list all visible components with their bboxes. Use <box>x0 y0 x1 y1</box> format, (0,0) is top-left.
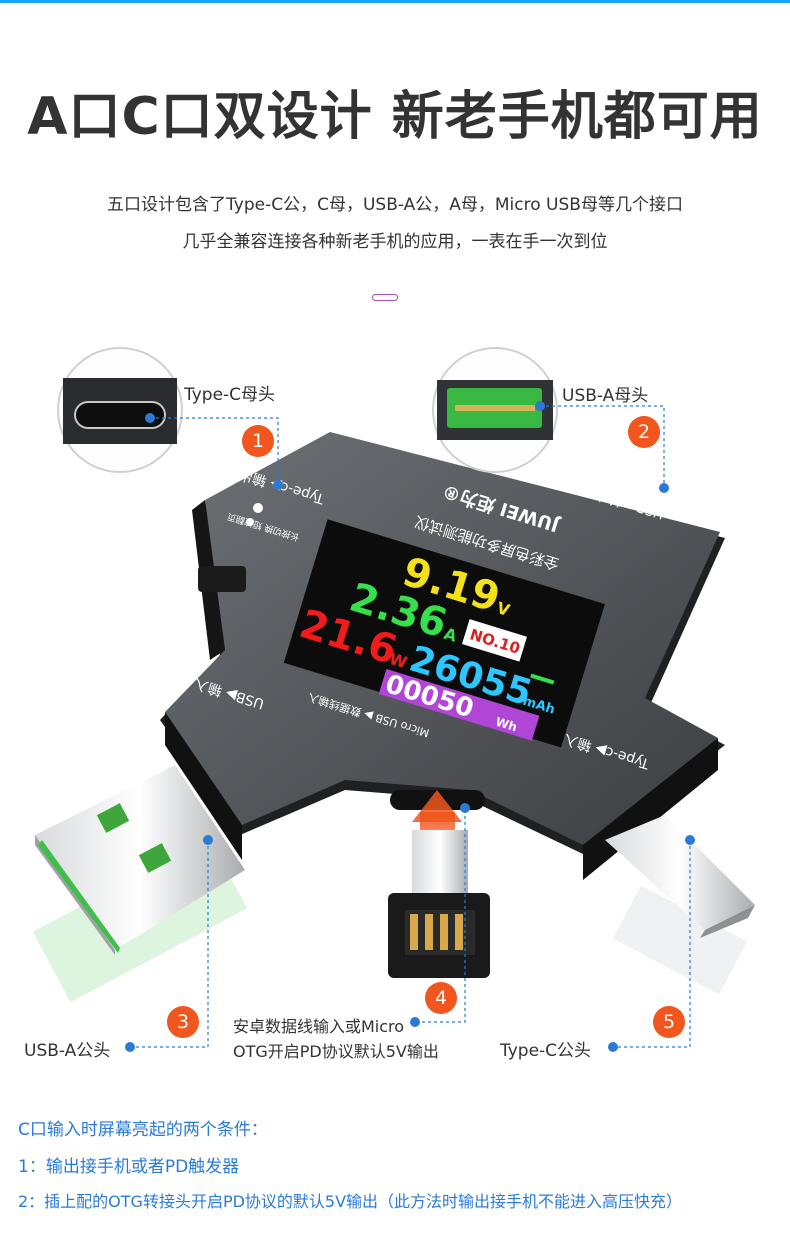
callout-label-type-c-female: Type-C母头 <box>184 385 276 405</box>
svg-text:Wh: Wh <box>494 715 519 735</box>
callout-label-type-c-male: Type-C公头 <box>500 1041 592 1061</box>
callout-badge-4: 4 <box>425 982 457 1014</box>
callout-badge-5: 5 <box>653 1006 685 1038</box>
product-illustration: 9.19 V 2.36 A NO.10 21.6 W 26055 mAh 000… <box>32 347 755 1052</box>
indicator-dot-2 <box>246 518 254 526</box>
callout-badge-3: 3 <box>167 1006 199 1038</box>
page-title: A口C口双设计 新老手机都可用 <box>27 87 763 147</box>
zoom-type-c-female <box>57 347 183 473</box>
side-button <box>198 566 246 592</box>
callout-badge-2: 2 <box>628 416 660 448</box>
svg-text:W: W <box>387 649 410 672</box>
callout-label-usb-a-male: USB-A公头 <box>24 1041 111 1061</box>
callout-badge-1: 1 <box>242 425 274 457</box>
indicator-dot <box>253 503 263 513</box>
zoom-usb-a-female <box>432 347 558 473</box>
otg-adapter <box>388 830 490 978</box>
leader-dots <box>125 401 695 1052</box>
callout-label-micro-line-2: OTG开启PD协议默认5V输出 <box>233 1042 439 1061</box>
note-heading: C口输入时屏幕亮起的两个条件： <box>18 1120 268 1140</box>
callout-label-usb-a-female: USB-A母头 <box>562 386 649 406</box>
note-item-1: 1：输出接手机或者PD触发器 <box>18 1157 240 1177</box>
section-divider <box>372 294 398 301</box>
type-c-male-plug <box>605 815 755 938</box>
note-item-2: 2：插上配的OTG转接头开启PD协议的默认5V输出（此方法时输出接手机不能进入高… <box>18 1192 683 1211</box>
description-line-2: 几乎全兼容连接各种新老手机的应用，一表在手一次到位 <box>182 232 608 252</box>
usb-a-male-plug <box>35 765 245 955</box>
lcd-screen: 9.19 V 2.36 A NO.10 21.6 W 26055 mAh 000… <box>283 519 605 748</box>
leader-lines <box>130 405 691 1048</box>
top-accent-line <box>0 0 790 3</box>
callout-label-micro-line-1: 安卓数据线输入或Micro <box>233 1017 405 1036</box>
description-line-1: 五口设计包含了Type-C公，C母，USB-A公，A母，Micro USB母等几… <box>107 195 683 215</box>
